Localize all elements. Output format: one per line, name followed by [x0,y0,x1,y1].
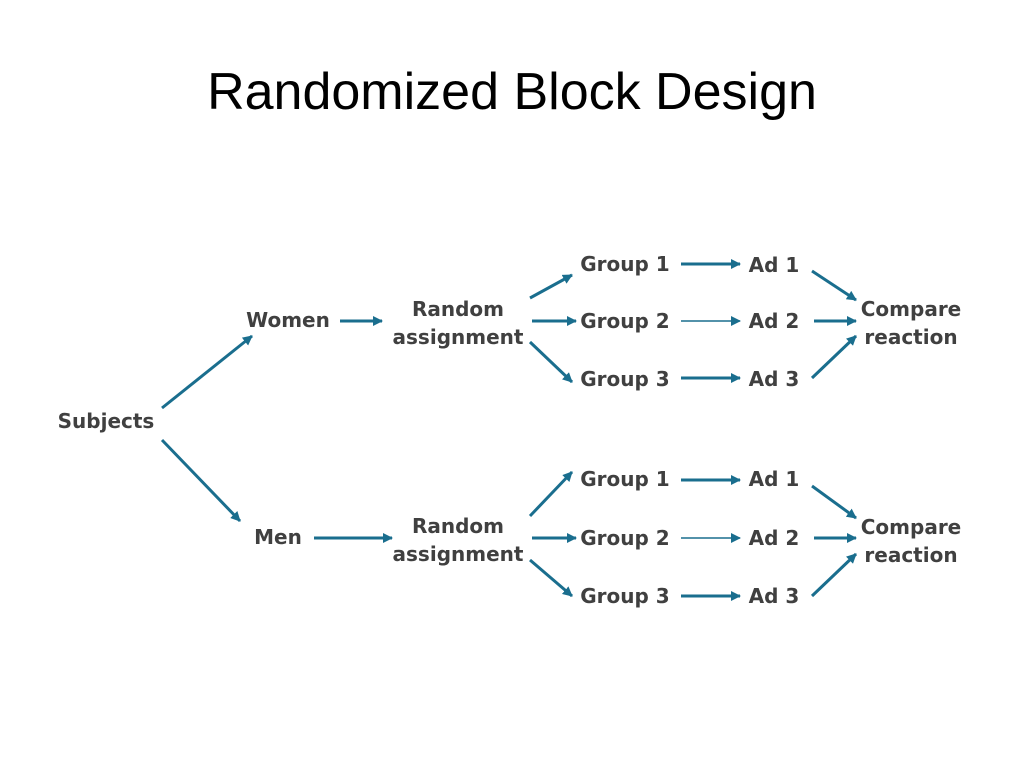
compare-reaction-line2: reaction [864,325,957,349]
ad-3-node: Ad 3 [749,584,800,608]
random-assignment-line2: assignment [393,542,524,566]
compare-reaction-line1: Compare [861,297,962,321]
random-assignment-line1: Random [412,514,504,538]
ad-3-to-compare-arrow [810,334,858,380]
ad-1-node: Ad 1 [749,467,800,491]
ad-1-node: Ad 1 [749,253,800,277]
block-men-node: Men [254,525,302,549]
group-2-node: Group 2 [580,526,669,550]
group-3-node: Group 3 [580,367,669,391]
group-1-node: Group 1 [580,467,669,491]
subjects-node: Subjects [58,409,155,433]
random-assignment-line2: assignment [393,325,524,349]
ad-2-node: Ad 2 [749,526,800,550]
connector-arrows [160,259,858,601]
slide-title: Randomized Block Design [207,63,817,121]
assignment-to-group-1-arrow [529,273,573,300]
group-3-node: Group 3 [580,584,669,608]
ad-3-to-compare-arrow [810,552,858,598]
ad-2-node: Ad 2 [749,309,800,333]
group-2-node: Group 2 [580,309,669,333]
block-women-node: Women [246,308,330,332]
ad-3-node: Ad 3 [749,367,800,391]
compare-reaction-line2: reaction [864,543,957,567]
subjects-to-women-arrow [161,334,253,410]
group-1-node: Group 1 [580,252,669,276]
assignment-to-group-3-arrow [528,340,574,384]
assignment-to-group-1-arrow [528,470,574,518]
compare-reaction-line1: Compare [861,515,962,539]
assignment-to-group-3-arrow [529,558,573,598]
subjects-to-men-arrow [160,438,242,523]
ad-1-to-compare-arrow [811,269,857,302]
ad-1-to-compare-arrow [811,484,857,520]
random-assignment-line1: Random [412,297,504,321]
